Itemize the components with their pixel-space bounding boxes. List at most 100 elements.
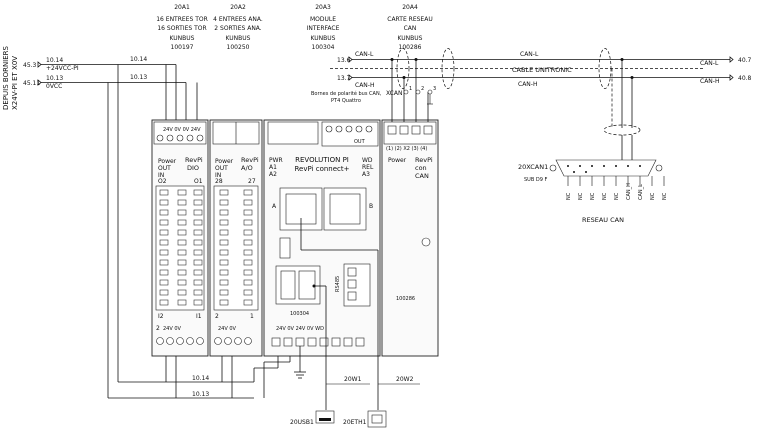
dio-brand: RevPi [185, 156, 203, 164]
aio-b1: 1 [250, 313, 254, 320]
dio-name: DIO [187, 164, 199, 172]
supply-in2-signal: 0VCC [46, 83, 62, 90]
dio-io-pins [159, 189, 203, 306]
module-20A1-ref: 100197 [171, 44, 194, 51]
module-20A2-tag: 20A2 [230, 4, 246, 11]
module-20A4-bus: KUNBUS [398, 35, 423, 42]
usb-cable-ref: 20W1 [344, 376, 362, 383]
usb-port-small[interactable] [279, 237, 291, 259]
subd9-connector: 20XCAN1 SUB D9 F NC NC NC NC NC CAN_H CA… [518, 159, 668, 224]
aio-io-pins [219, 189, 253, 306]
module-20A3-desc2: INTERFACE [307, 25, 340, 32]
module-20A3-bus: KUNBUS [311, 35, 336, 42]
core-out-label: OUT [354, 139, 366, 145]
can-module-pins: (1) (2) X2 (3) (4) [386, 146, 427, 152]
dio-top-pins: 24V 0V 0V 24V [163, 127, 201, 133]
dio-module: 24V 0V 0V 24V Power OUT IN RevPi DIO O2 … [151, 119, 209, 357]
can-note1: Bornes de polarité bus CAN, [311, 90, 382, 97]
side-label-line1: DEPUIS BORNIERS [2, 45, 10, 110]
module-header-20A1: 20A1 16 ENTREES TOR 16 SORTIES TOR KUNBU… [156, 4, 208, 51]
aio-brand: RevPi [241, 156, 259, 164]
supply-in1-signal: +24VCC-PI [46, 65, 79, 72]
can-module-name: CAN [415, 172, 429, 180]
dio-i1: I1 [196, 313, 202, 320]
can-module-brand: RevPi [415, 156, 433, 164]
core-port-b-label: B [369, 203, 373, 210]
core-pwr: PWR [269, 157, 283, 164]
eth-tag: 20ETH1 [343, 419, 367, 426]
can-out-h-ref: 40.8 [738, 75, 752, 82]
module-20A1-tag: 20A1 [174, 4, 190, 11]
connector-pin-3: NC [590, 192, 596, 200]
core-a2: A2 [269, 171, 277, 178]
dio-bot-pins: 24V 0V [163, 326, 182, 332]
connector-tag: 20XCAN1 [518, 163, 548, 171]
supply-in1-arrow [37, 61, 42, 68]
connector-leads [567, 176, 665, 186]
dio-in-label: IN [158, 172, 164, 179]
module-20A2-ref: 100250 [227, 44, 250, 51]
module-20A1-bus: KUNBUS [170, 35, 195, 42]
can-out-l-ref: 40.7 [738, 57, 752, 64]
module-header-20A2: 20A2 4 ENTREES ANA. 2 SORTIES ANA. KUNBU… [213, 4, 263, 51]
module-20A4-desc2: CAN [404, 25, 417, 32]
module-20A4-ref: 100286 [399, 44, 422, 51]
core-internal-wiring [294, 218, 379, 410]
dio-o1: O1 [194, 178, 203, 185]
aio-name: A/O [241, 164, 253, 172]
core-rel: REL [362, 164, 374, 171]
connector-pin-4: NC [602, 192, 608, 200]
supply-in2-ref: 45.11 [23, 80, 40, 87]
usb-socket-icon [315, 410, 335, 424]
supply-in2-page: 10.13 [46, 75, 63, 82]
core-wd: WD [362, 157, 373, 164]
side-label: DEPUIS BORNIERS X24V-PI ET X0V [2, 45, 19, 110]
can-terminal-tag: XCAN [386, 90, 402, 97]
side-label-line2: X24V-PI ET X0V [11, 56, 19, 110]
connector-pin-2: NC [578, 192, 584, 200]
core-title2: RevPi connect+ [294, 165, 349, 173]
module-20A1-desc1: 16 ENTREES TOR [156, 16, 208, 23]
supply-bottom-b: 10.13 [192, 391, 209, 398]
can-cable-name: CABLE UNITRONIC [512, 66, 572, 74]
can-module-led [421, 237, 431, 247]
core-a3: A3 [362, 171, 370, 178]
aio-in-label: IN [215, 172, 221, 179]
core-top-terminal-block [321, 121, 379, 147]
core-bottom-terminals [271, 337, 365, 347]
core-top-terminals [325, 125, 373, 133]
core-port-a-label: A [272, 203, 277, 210]
core-rs485: RS485 [335, 276, 341, 292]
supply-inputs: 45.3 10.14 +24VCC-PI 10.14 45.11 10.13 0… [23, 56, 186, 90]
module-20A3-ref: 100304 [312, 44, 335, 51]
dio-o2: O2 [158, 178, 167, 185]
can-out-l: CAN-L [700, 60, 719, 67]
dio-out-label: OUT [158, 165, 171, 172]
can-terminal-3: 3 [433, 86, 436, 92]
supply-bottom-a: 10.14 [192, 375, 209, 382]
can-module: (1) (2) X2 (3) (4) Power RevPi con CAN 1… [381, 119, 439, 357]
aio-p28: 28 [215, 178, 223, 185]
module-20A1-desc2: 16 SORTIES TOR [157, 25, 206, 32]
module-20A4-tag: 20A4 [402, 4, 418, 11]
can-bus: 13.6 CAN-L 13.7 CAN-H CAN-L CABLE UNITRO… [311, 48, 752, 160]
can-in-l: CAN-L [355, 51, 374, 58]
supply-in1-ref: 45.3 [23, 62, 37, 69]
connector-shell [555, 159, 657, 177]
dio-top-terminals [156, 134, 204, 142]
core-bot-pins: 24V 0V 24V 0V WD [276, 326, 324, 332]
can-note2: PT4 Quattro [331, 98, 361, 104]
connector-network-label: RESEAU CAN [582, 216, 624, 224]
connector-pin-7: CAN_L [638, 184, 644, 200]
dio-io-block [155, 185, 205, 311]
eth-cable-ref: 20W2 [396, 376, 414, 383]
can-in-l-ref: 13.6 [337, 57, 351, 64]
can-out-h: CAN-H [700, 78, 719, 85]
supply-in1-page: 10.14 [46, 57, 63, 64]
can-mid-h: CAN-H [518, 81, 537, 88]
can-mid-l: CAN-L [520, 51, 539, 58]
module-20A3-desc1: MODULE [310, 16, 336, 23]
dio-bot-left: 2 [156, 325, 160, 332]
connector-pin-9: NC [662, 192, 668, 200]
